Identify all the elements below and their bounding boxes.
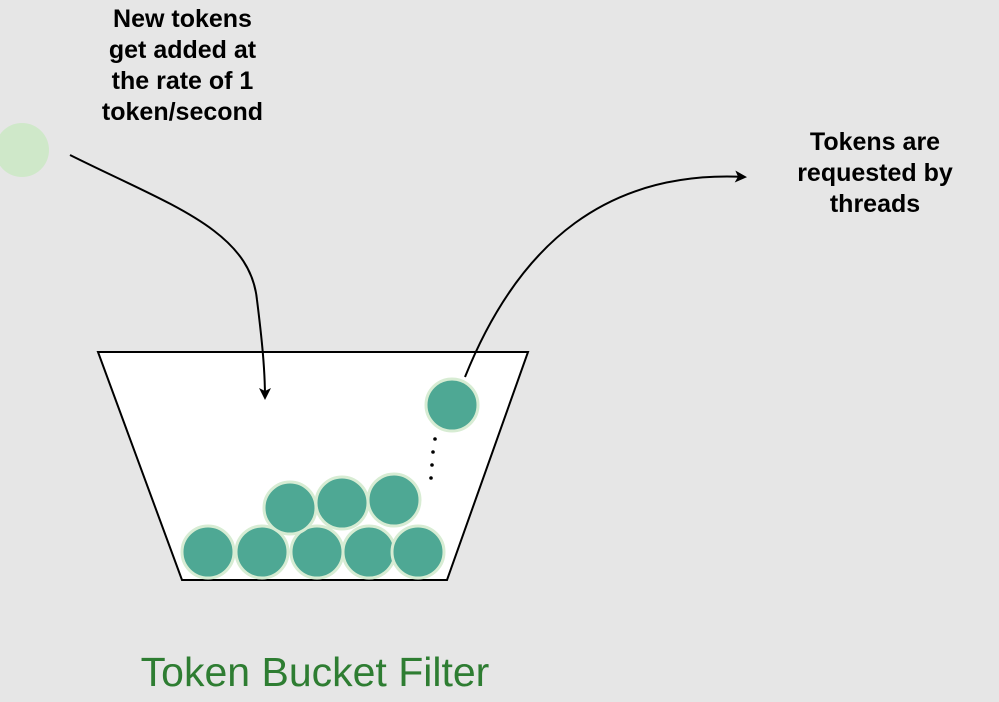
bucket-tokens	[180, 377, 480, 580]
bucket	[96, 351, 530, 581]
token	[366, 472, 422, 528]
incoming-arrow	[69, 154, 271, 400]
token-outgoing	[424, 377, 480, 433]
diagram-caption: Token Bucket Filter	[140, 649, 490, 695]
token	[234, 524, 290, 580]
requested-tokens-label: Tokens are requested by threads	[797, 128, 953, 218]
token	[262, 480, 318, 536]
ellipsis-dots	[429, 437, 437, 480]
token	[314, 475, 370, 531]
new-token	[0, 123, 49, 177]
outgoing-arrow	[464, 170, 747, 378]
token	[390, 524, 446, 580]
incoming-tokens-label: New tokens get added at the rate of 1 to…	[101, 5, 264, 126]
token	[341, 524, 397, 580]
token	[180, 524, 236, 580]
